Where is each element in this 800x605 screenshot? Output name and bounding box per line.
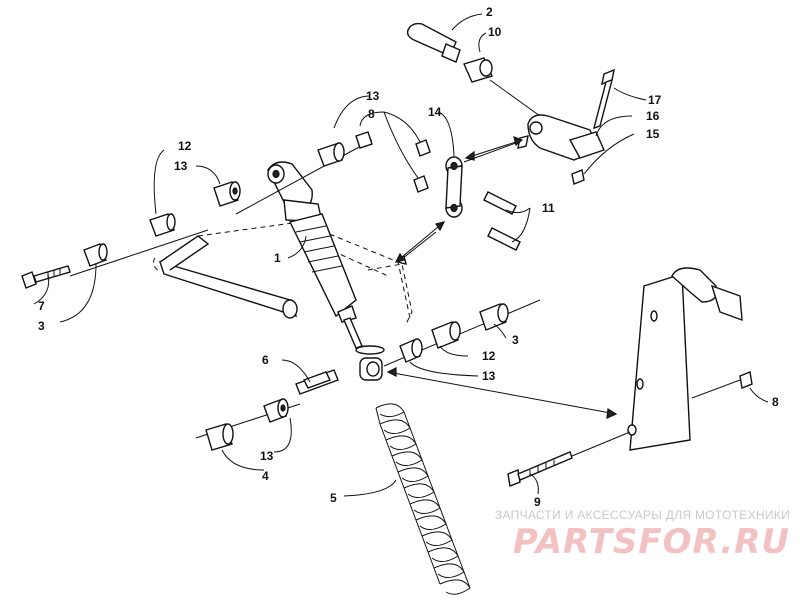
callout-13a: 13 bbox=[174, 159, 188, 173]
lower-right-spacers bbox=[383, 299, 541, 367]
callout-4: 4 bbox=[262, 469, 269, 483]
coil-spring bbox=[375, 403, 471, 595]
leader-lines bbox=[33, 13, 769, 497]
callout-13b: 13 bbox=[366, 89, 380, 103]
callout-9: 9 bbox=[534, 495, 541, 509]
callout-3a: 3 bbox=[38, 319, 45, 333]
link-rod-assembly bbox=[396, 135, 529, 265]
callout-1: 1 bbox=[274, 251, 281, 265]
shock-absorber bbox=[267, 161, 385, 381]
callout-2: 2 bbox=[486, 5, 493, 19]
lower-left-spacers bbox=[195, 398, 301, 451]
callout-12b: 12 bbox=[482, 349, 496, 363]
callout-13d: 13 bbox=[260, 449, 274, 463]
callout-16: 16 bbox=[646, 109, 660, 123]
callout-6: 6 bbox=[262, 353, 269, 367]
lower-frame-arm bbox=[152, 221, 413, 327]
callout-11: 11 bbox=[542, 201, 555, 215]
adjuster-assembly bbox=[406, 22, 615, 185]
callout-8b: 8 bbox=[772, 395, 779, 409]
callout-8a: 8 bbox=[368, 107, 375, 121]
callout-17: 17 bbox=[648, 93, 662, 107]
callout-10: 10 bbox=[488, 25, 502, 39]
callout-15: 15 bbox=[646, 127, 660, 141]
callout-13c: 13 bbox=[482, 369, 496, 383]
relation-arrows bbox=[386, 136, 618, 419]
callout-7: 7 bbox=[38, 299, 45, 313]
callout-14: 14 bbox=[428, 105, 442, 119]
spring-retainer bbox=[295, 369, 339, 395]
upright-bracket bbox=[507, 267, 753, 487]
upper-bolt-assembly bbox=[21, 131, 373, 289]
callout-3b: 3 bbox=[512, 333, 519, 347]
callout-labels: 1 2 3 3 4 5 6 7 8 8 9 10 11 12 12 13 13 … bbox=[38, 5, 779, 509]
callout-5: 5 bbox=[330, 491, 337, 505]
watermark-logo: PARTSFOR.RU bbox=[512, 522, 790, 562]
callout-12a: 12 bbox=[178, 139, 192, 153]
watermark-tagline: ЗАПЧАСТИ И АКСЕССУАРЫ ДЛЯ МОТОТЕХНИКИ bbox=[494, 508, 790, 522]
